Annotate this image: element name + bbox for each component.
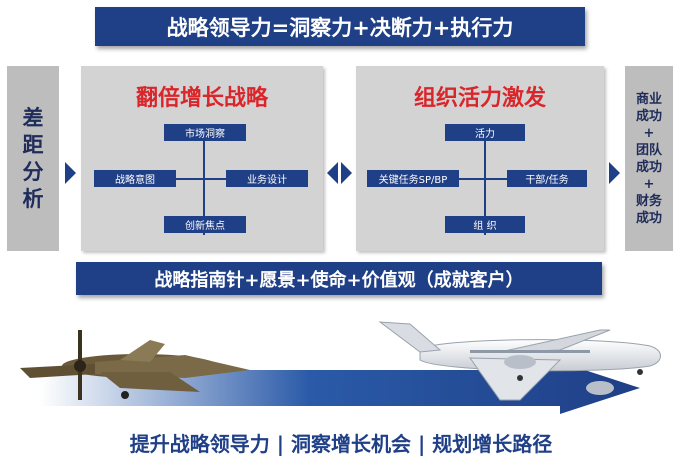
node-organization: 组 织 xyxy=(445,216,525,233)
arrow-right-icon xyxy=(341,162,352,184)
org-vitality-panel: 组织活力激发 活力 关键任务SP/BP 干部/任务 组 织 xyxy=(356,66,604,251)
footer-slogan: 提升战略领导力 | 洞察增长机会 | 规划增长路径 xyxy=(129,432,553,456)
success-outcomes-box: 商业 成功 + 团队 成功 + 财务 成功 xyxy=(625,66,673,251)
growth-strategy-panel: 翻倍增长战略 市场洞察 战略意图 业务设计 创新焦点 xyxy=(81,66,323,251)
success-line: 成功 xyxy=(635,108,662,124)
node-strategic-intent: 战略意图 xyxy=(94,170,176,187)
arrow-left-icon xyxy=(327,162,338,184)
node-business-design: 业务设计 xyxy=(226,170,308,187)
node-market-insight: 市场洞察 xyxy=(164,124,246,141)
node-key-tasks: 关键任务SP/BP xyxy=(367,170,459,187)
plus-sign: + xyxy=(643,125,655,141)
org-vitality-title: 组织活力激发 xyxy=(413,86,546,111)
node-vitality: 活力 xyxy=(445,124,525,141)
node-innovation-focus: 创新焦点 xyxy=(164,216,246,233)
cross-vertical-line xyxy=(203,132,205,235)
growth-strategy-title: 翻倍增长战略 xyxy=(135,86,268,111)
success-line: 成功 xyxy=(635,159,662,175)
cross-vertical-line xyxy=(484,132,486,235)
gap-analysis-box: 差距分析 xyxy=(7,66,59,251)
success-line: 财务 xyxy=(635,193,662,209)
strategy-compass-banner: 战略指南针+愿景+使命+价值观（成就客户） xyxy=(76,262,602,295)
propeller-warplane-icon xyxy=(20,330,250,400)
growth-illustration xyxy=(20,321,661,414)
success-line: 团队 xyxy=(635,142,662,158)
success-line: 成功 xyxy=(635,210,662,226)
arrow-right-icon xyxy=(609,162,620,184)
jet-airliner-icon xyxy=(378,321,661,401)
arrow-right-icon xyxy=(65,162,76,184)
cross-horizontal-line xyxy=(175,178,243,180)
node-cadre-tasks: 干部/任务 xyxy=(507,170,587,187)
cross-horizontal-line xyxy=(446,178,534,180)
gap-analysis-label: 差距分析 xyxy=(22,105,44,211)
plus-sign: + xyxy=(643,176,655,192)
success-line: 商业 xyxy=(635,91,662,107)
top-banner-title: 战略领导力=洞察力+决断力+执行力 xyxy=(95,7,585,46)
